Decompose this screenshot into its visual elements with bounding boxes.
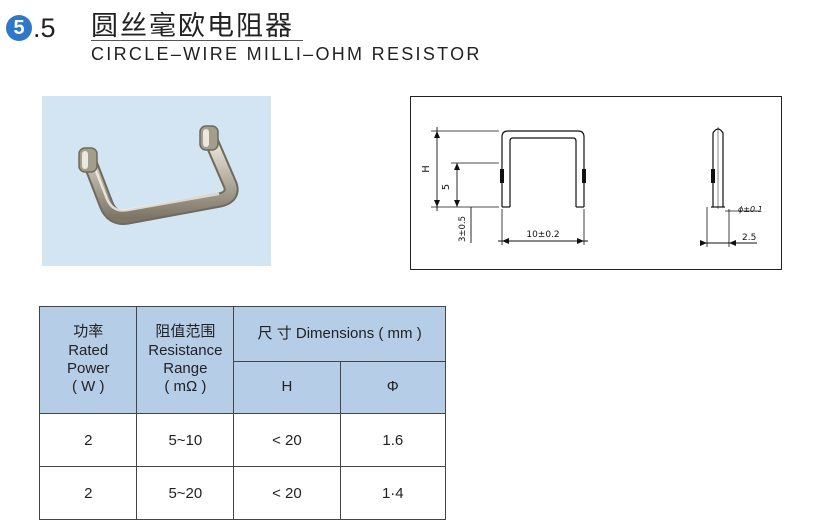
dim-label-5: 5 bbox=[441, 184, 452, 190]
dim-label-h: H bbox=[421, 165, 432, 173]
cell-phi: 1.6 bbox=[339, 413, 447, 467]
dim-label-phi: ϕ±0.1 bbox=[738, 205, 763, 214]
spec-table: 功率 Rated Power ( W ) 阻值范围 Resistance Ran… bbox=[38, 306, 447, 520]
header-rated-power: 功率 Rated Power ( W ) bbox=[38, 306, 138, 414]
header-resistance-range-cn: 阻值范围 bbox=[155, 323, 216, 341]
header-dimensions: 尺 寸 Dimensions ( mm ) bbox=[233, 306, 446, 362]
resistor-photo-image bbox=[78, 125, 239, 225]
table-row: 2 5~20 < 20 1·4 bbox=[38, 466, 447, 520]
header-rated-power-line2: Power bbox=[66, 360, 110, 377]
cell-h: < 20 bbox=[233, 466, 341, 520]
dim-label-2-5: 2.5 bbox=[742, 233, 756, 243]
page-title-english: CIRCLE–WIRE MILLI–OHM RESISTOR bbox=[91, 44, 482, 64]
cell-power: 2 bbox=[38, 466, 138, 520]
cell-phi: 1·4 bbox=[339, 466, 447, 520]
cell-range: 5~10 bbox=[136, 413, 235, 467]
table-row: 2 5~10 < 20 1.6 bbox=[38, 413, 447, 467]
header-phi: Φ bbox=[339, 361, 447, 414]
cell-power: 2 bbox=[38, 413, 138, 467]
section-number: 5 .5 bbox=[6, 12, 56, 44]
header-h: H bbox=[233, 361, 341, 414]
cell-h: < 20 bbox=[233, 413, 341, 467]
header-resistance-range: 阻值范围 Resistance Range ( mΩ ) bbox=[136, 306, 235, 414]
product-photo bbox=[42, 96, 271, 266]
header-resistance-range-line3: ( mΩ ) bbox=[164, 378, 207, 396]
header-rated-power-cn: 功率 bbox=[73, 323, 104, 341]
page-title-chinese: 圆丝毫欧电阻器 bbox=[91, 11, 294, 42]
dim-label-10: 10±0.2 bbox=[526, 230, 559, 240]
dimension-drawing-svg: H 5 3±0.5 10±0.2 ϕ±0.1 2.5 bbox=[421, 127, 763, 247]
cell-range: 5~20 bbox=[136, 466, 235, 520]
dim-label-3: 3±0.5 bbox=[458, 216, 468, 242]
section-number-suffix: .5 bbox=[33, 12, 56, 43]
header-rated-power-line1: Rated bbox=[68, 341, 109, 359]
section-number-badge: 5 bbox=[6, 15, 32, 41]
dimension-drawing: H 5 3±0.5 10±0.2 ϕ±0.1 2.5 bbox=[410, 96, 782, 270]
title-divider bbox=[91, 40, 303, 41]
header-resistance-range-line2: Range bbox=[163, 360, 208, 377]
header-rated-power-line3: ( W ) bbox=[71, 378, 105, 396]
header-resistance-range-line1: Resistance bbox=[148, 341, 223, 359]
